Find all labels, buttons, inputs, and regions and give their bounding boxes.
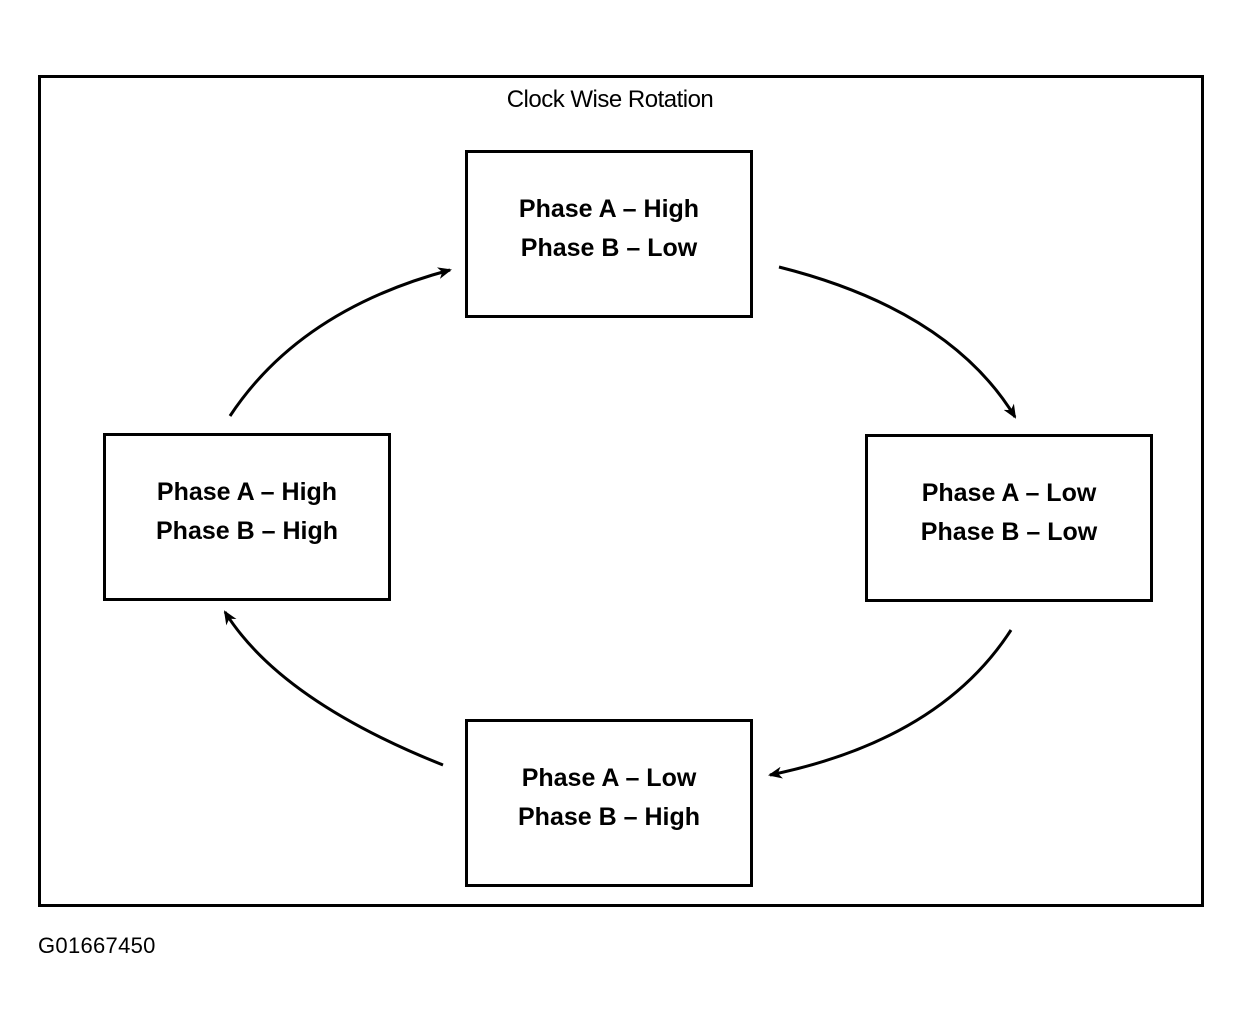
state-left-line2: Phase B – High <box>156 517 338 545</box>
state-bottom-line2: Phase B – High <box>518 803 700 831</box>
state-right-line2: Phase B – Low <box>920 518 1098 546</box>
arrow-top-to-right <box>778 265 1017 419</box>
diagram-frame <box>38 75 1204 907</box>
state-right-line1: Phase A – Low <box>921 479 1097 507</box>
state-bottom-line1: Phase A – Low <box>521 764 697 792</box>
state-box-bottom: Phase A – Low Phase B – High <box>465 719 753 887</box>
diagram-title: Clock Wise Rotation <box>506 86 714 113</box>
state-box-left: Phase A – High Phase B – High <box>103 433 391 601</box>
arrow-bottom-to-left <box>223 610 444 767</box>
state-top-line2: Phase B – Low <box>520 234 698 262</box>
state-left-line1: Phase A – High <box>156 478 338 506</box>
arrow-right-to-bottom <box>768 629 1013 779</box>
arrow-left-to-top <box>228 267 452 417</box>
state-box-top: Phase A – High Phase B – Low <box>465 150 753 318</box>
figure-id: G01667450 <box>38 933 156 958</box>
state-box-right: Phase A – Low Phase B – Low <box>865 434 1153 602</box>
state-top-line1: Phase A – High <box>518 195 700 223</box>
